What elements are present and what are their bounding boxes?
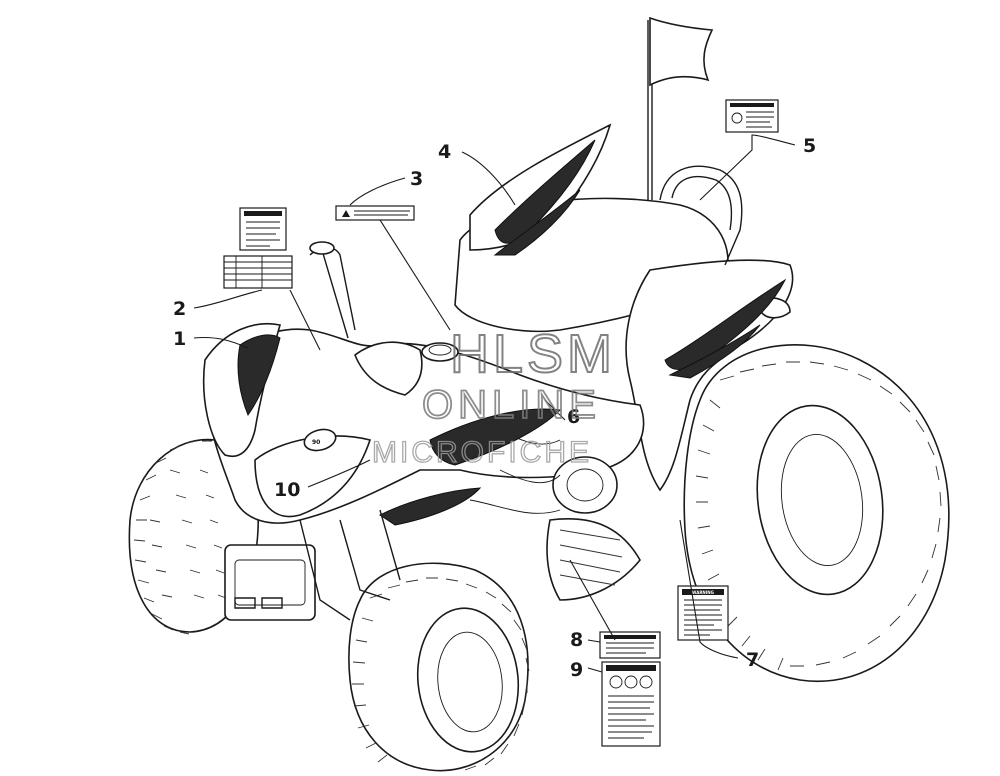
callout-2: 2 [173,298,186,320]
callout-6: 6 [567,406,580,428]
leader-lines [193,134,796,673]
callout-3: 3 [410,168,423,190]
warning-label-2-upper [239,207,287,251]
callout-8: 8 [570,629,583,651]
emblem-text: 90 [312,439,320,446]
warning-label-5 [725,99,779,133]
label-7-warning-word: WARNING [692,590,714,595]
warning-label-9 [601,661,661,747]
callout-1: 1 [173,328,186,350]
callout-7: 7 [746,649,759,671]
warning-label-3 [335,205,415,221]
callout-numbers: 1 2 3 4 5 6 7 8 9 10 [173,135,816,681]
stripe-decals [237,139,787,526]
watermark-line2: ONLINE [422,383,601,427]
watermark-line3: MICROFICHE [372,436,592,469]
watermark-line1: HLSM [450,324,616,384]
warning-label-7: WARNING [677,585,729,641]
callout-5: 5 [803,135,816,157]
warning-label-8 [599,631,661,659]
hood-emblem: 90 [303,428,337,452]
callout-4: 4 [438,141,451,163]
front-right-tire [348,562,530,772]
rear-right-tire [683,344,950,682]
warning-label-2-table [223,255,293,289]
callout-9: 9 [570,659,583,681]
watermark: HLSM ONLINE MICROFICHE [371,323,616,470]
callout-10: 10 [274,479,300,501]
